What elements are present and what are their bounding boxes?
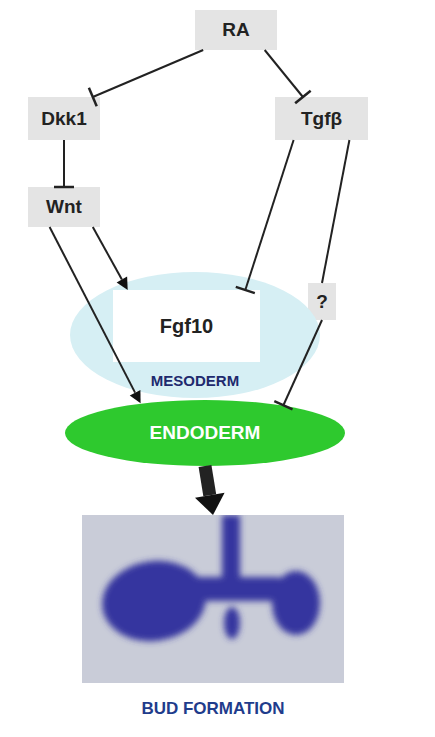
bud-illustration [82,515,344,683]
connector-line [265,50,303,97]
endoderm-ellipse: ENDODERM [65,400,345,466]
node-label: Wnt [46,196,82,218]
arrow-head [117,277,128,290]
bud-image: BUD FORMATION [82,515,344,683]
connector [195,466,225,515]
arrow-head [195,493,225,515]
connector [50,227,141,403]
bud-tip [224,607,240,639]
connector-line [283,320,322,405]
connector-line [50,227,135,393]
node-label: BUD FORMATION [42,699,384,719]
signal-box: Wnt [28,187,100,227]
inhibition-bar [295,91,311,104]
connector [89,50,203,106]
connector [322,140,349,283]
connector-line [93,50,203,97]
connector-line [63,140,65,187]
connector [54,140,74,187]
ellipse-fill [70,272,320,398]
connector [265,50,311,103]
bud-stem [222,515,240,595]
node-label: Fgf10 [160,315,213,338]
node-label: ENDODERM [150,422,261,444]
photo-background [82,515,344,683]
connector-line [245,140,293,290]
ellipse-fill [65,400,345,466]
connector-line [93,227,122,280]
inhibition-bar [54,186,74,189]
node-label: RA [222,19,249,41]
inhibition-bar [89,88,97,106]
mesoderm-ellipse: MESODERM Fgf10 [70,272,320,398]
connector [236,140,294,293]
stained-bud [97,515,320,648]
inhibition-bar [236,287,255,293]
node-label: MESODERM [70,372,320,389]
connector [274,320,322,409]
connector-line [205,466,210,495]
connector-line [322,140,349,283]
signal-box: Tgfβ [275,97,368,140]
node-label: Dkk1 [41,108,86,130]
signal-box: RA [195,10,277,50]
signal-box: Dkk1 [28,97,100,140]
fgf10-box: Fgf10 [113,290,260,362]
connector [93,227,128,290]
node-label: ? [316,291,328,313]
node-label: Tgfβ [301,108,342,130]
right-lobe [272,571,320,635]
arrow-head [130,390,141,403]
inhibition-bar [274,401,292,409]
